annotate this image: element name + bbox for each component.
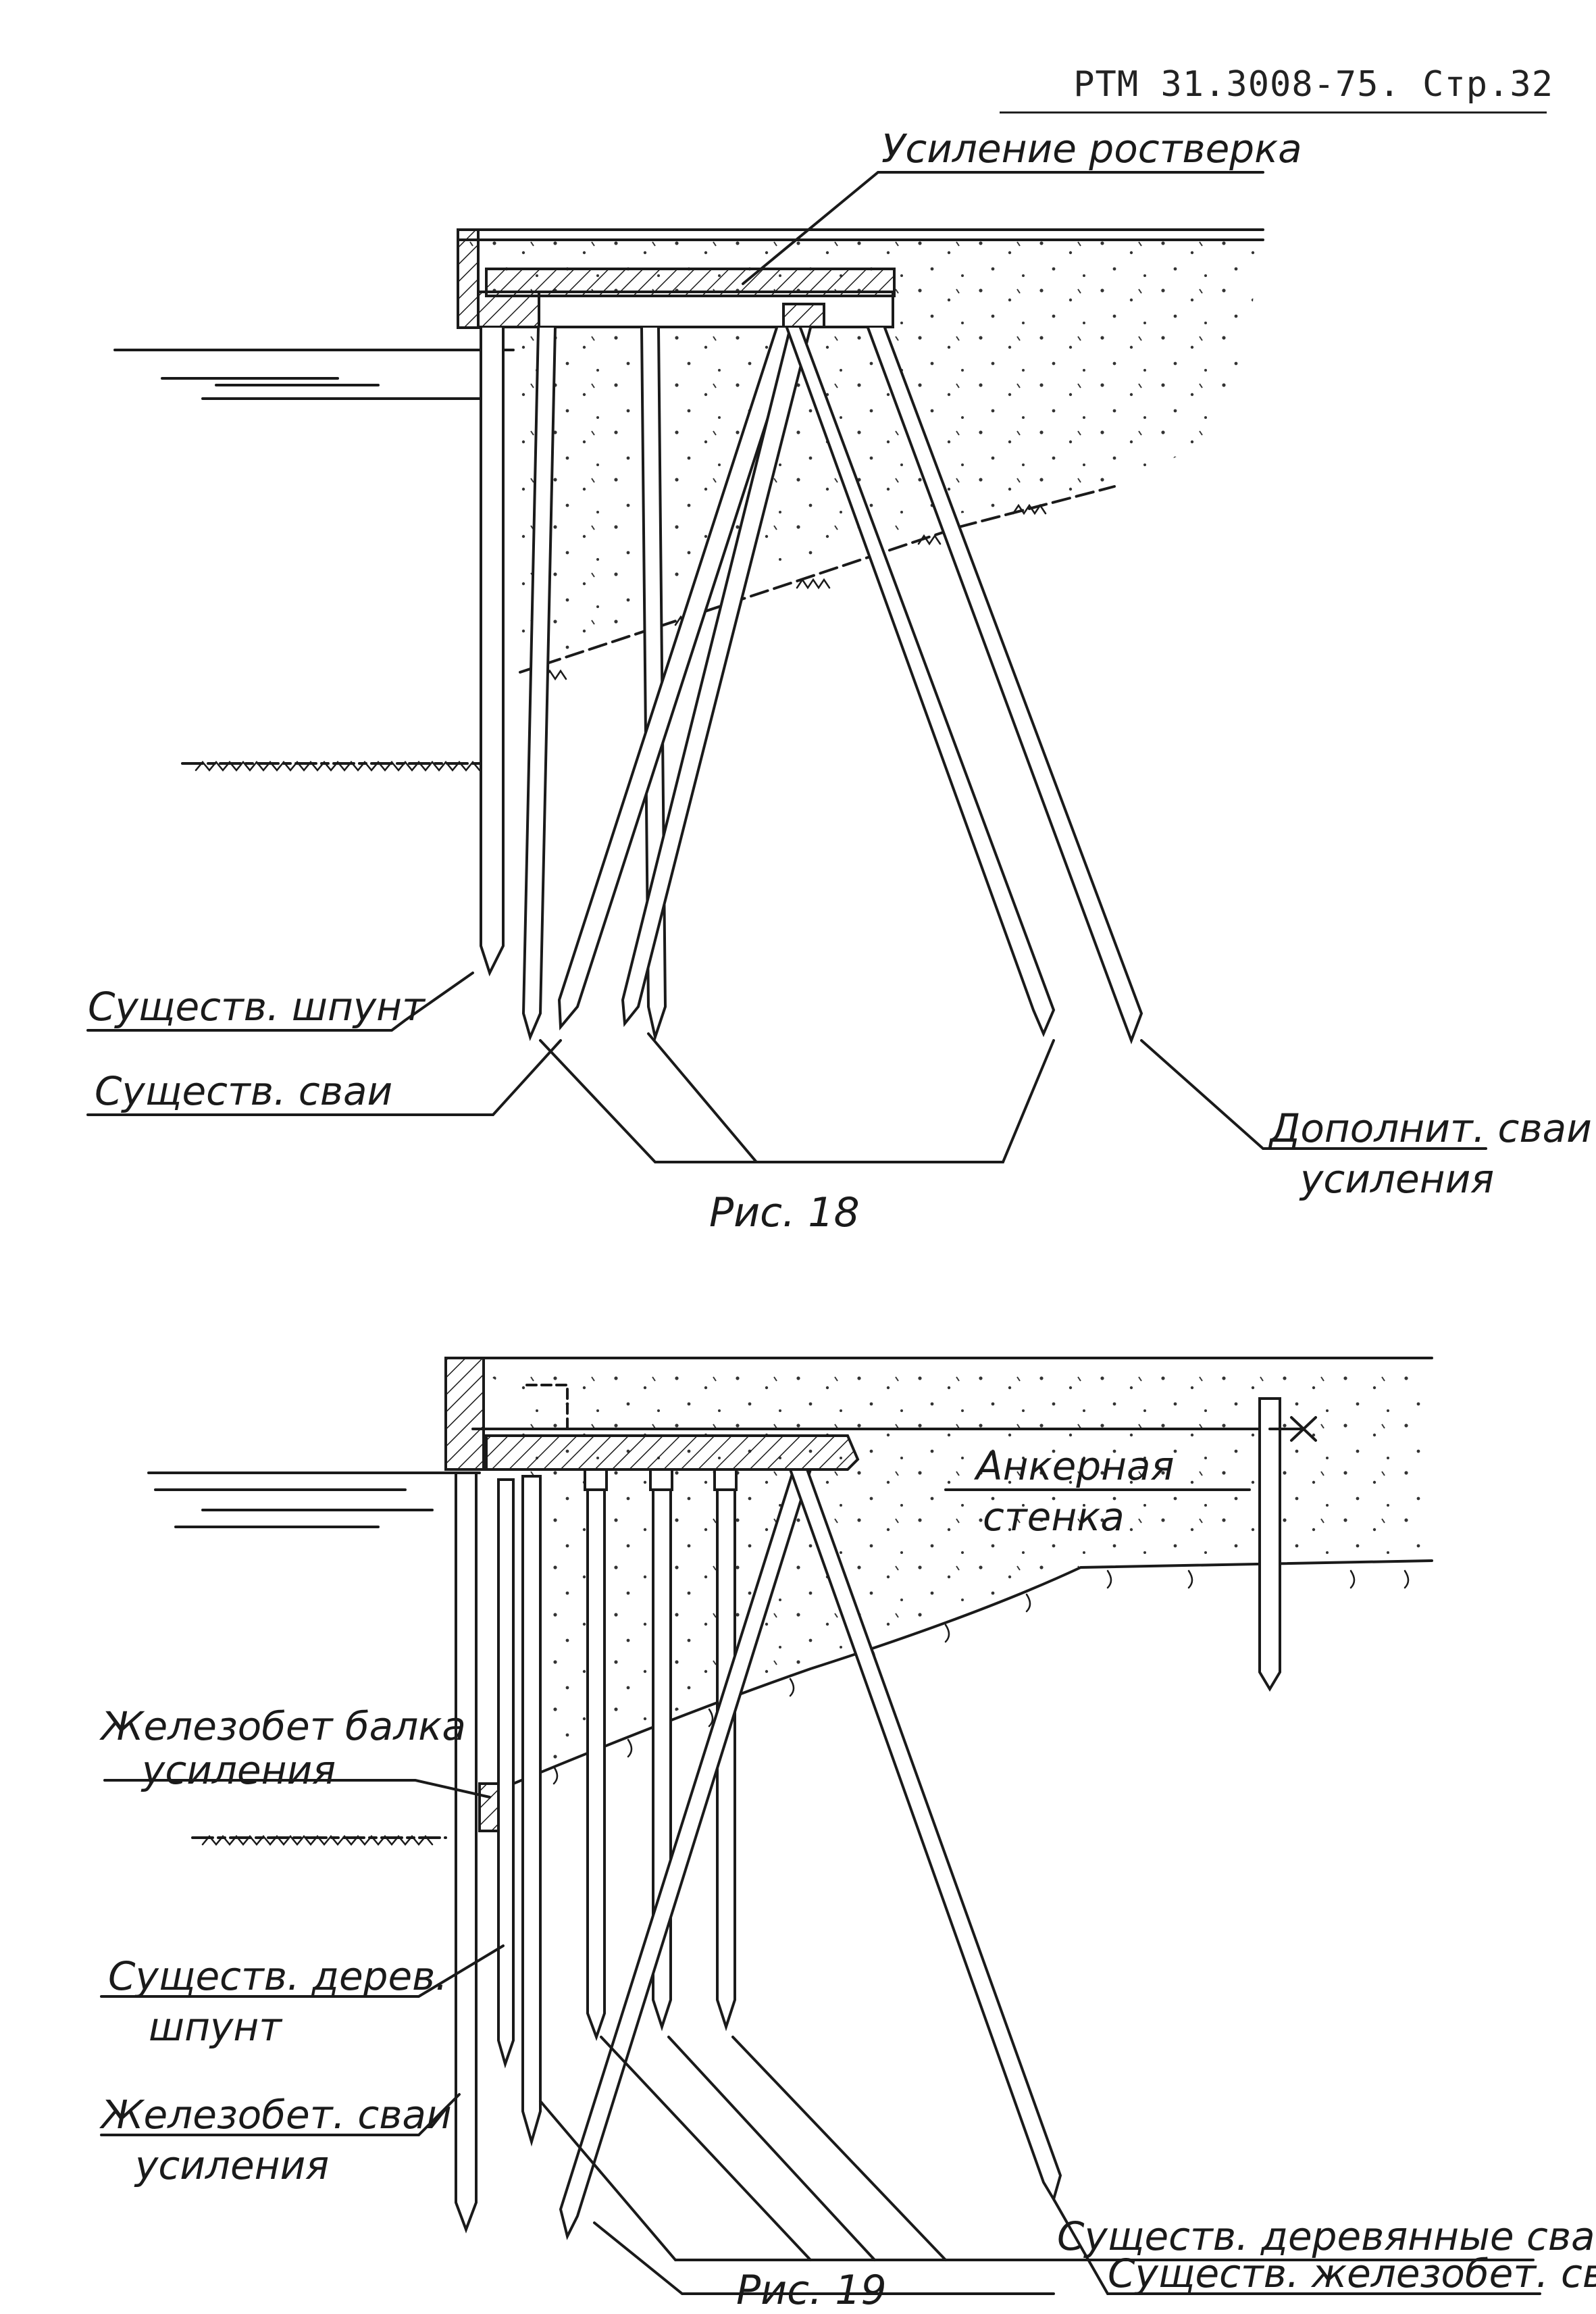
slope-ground-line-19 <box>512 1559 1433 1785</box>
existing-batter-pile-1 <box>557 326 798 1031</box>
figure-18: Усиление ростверка Существ. шпунт Сущест… <box>86 126 1592 1236</box>
label-cap-reinforcement: Усиление ростверка <box>881 126 1302 172</box>
existing-sheet-pile <box>480 326 505 977</box>
rc-reinforcing-pile <box>455 1472 478 2234</box>
cap-reinforcement-hatched <box>485 268 896 297</box>
existing-wood-pile-1 <box>521 1475 542 2147</box>
leader-existing-piles <box>86 1032 1055 1163</box>
existing-pile-1 <box>521 326 557 1041</box>
existing-batter-pile-2 <box>621 326 812 1028</box>
leader-rc-beam <box>103 1779 491 1799</box>
label-rc-piles-1: Железобет. сваи <box>99 2092 452 2138</box>
label-wood-sheet-pile-2: шпунт <box>149 2004 283 2050</box>
caption-fig-18: Рис. 18 <box>709 1189 860 1236</box>
wood-sheet-pile <box>497 1478 515 2069</box>
superstructure-block-19 <box>444 1357 485 1471</box>
superstructure-block <box>457 228 480 329</box>
label-wood-sheet-pile-1: Существ. дерев. <box>108 1953 448 1999</box>
additional-pile-1 <box>786 326 1056 1038</box>
leader-existing-sheet-pile <box>86 972 474 1032</box>
document-header: РТМ 31.3008-75. Стр.32 <box>1073 64 1553 105</box>
leader-existing-wood-piles <box>539 2036 1535 2261</box>
label-anchor-wall-1: Анкерная <box>973 1443 1174 1489</box>
label-existing-rc-piles: Существ. железобет. сваи <box>1108 2250 1596 2296</box>
existing-wood-pile-2 <box>586 1475 606 2041</box>
reinforced-cap-slab <box>485 1434 860 1471</box>
leader-additional-piles <box>1140 1039 1487 1150</box>
backfill-soil-19 <box>473 1365 1432 1777</box>
existing-rc-batter-pile-2 <box>788 1468 1062 2203</box>
old-cap-dashed <box>525 1384 569 1430</box>
cap-left-block <box>477 291 540 328</box>
label-anchor-wall-2: стенка <box>983 1494 1125 1540</box>
leader-cap-reinforcement <box>742 171 1264 285</box>
anchor-wall <box>1258 1397 1281 1692</box>
cap-right-block <box>782 303 825 328</box>
label-additional-piles-2: усиления <box>1299 1156 1494 1202</box>
label-existing-wood-piles: Существ. деревянные сваи <box>1057 2213 1596 2259</box>
label-additional-piles-1: Дополнит. сваи <box>1268 1105 1592 1151</box>
figure-19: Анкерная стенка Железобет балка усиления… <box>99 1357 1596 2314</box>
leader-wood-sheet-pile <box>100 1944 505 1998</box>
additional-pile-2 <box>867 326 1143 1045</box>
label-rc-beam-1: Железобет балка <box>99 1703 466 1749</box>
anchor-tie-rod <box>1268 1416 1317 1442</box>
header-underline <box>1000 111 1547 114</box>
leader-rc-piles <box>100 2093 461 2136</box>
label-rc-beam-2: усиления <box>140 1747 336 1793</box>
leader-existing-rc-piles <box>593 2198 1541 2295</box>
label-existing-piles: Существ. сваи <box>95 1068 392 1114</box>
label-existing-sheet-pile: Существ. шпунт <box>88 984 426 1030</box>
label-rc-piles-2: усиления <box>134 2142 329 2188</box>
caption-fig-19: Рис. 19 <box>736 2267 887 2314</box>
